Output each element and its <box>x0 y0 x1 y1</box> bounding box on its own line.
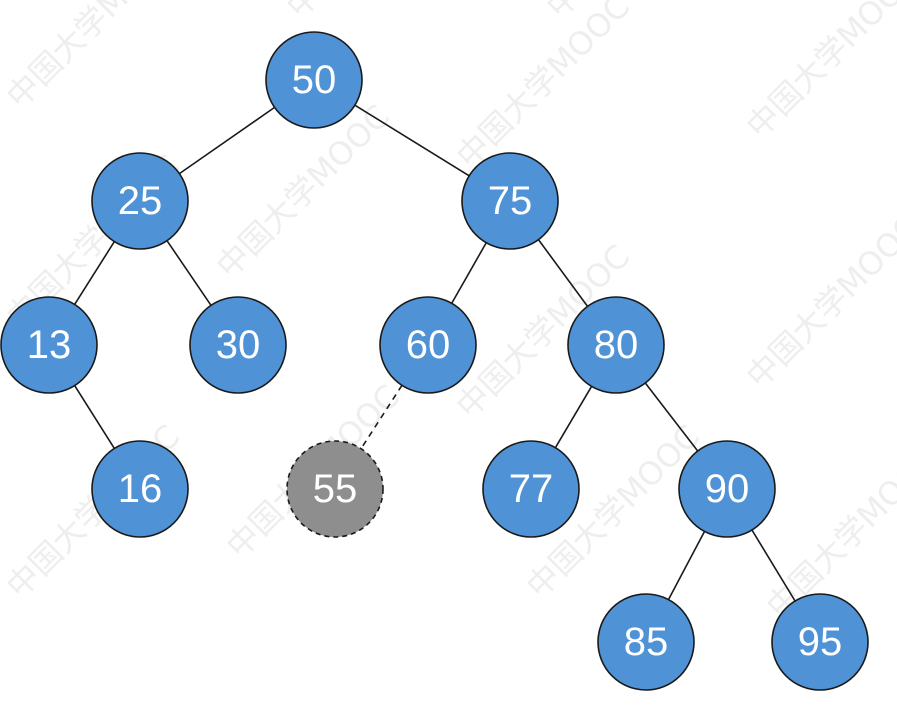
watermark-text: 中国大学MOOC <box>279 0 467 26</box>
watermark-text: 中国大学MOOC <box>449 0 637 176</box>
node-circle <box>379 296 477 394</box>
node-circle <box>567 296 665 394</box>
edge-n13-n16 <box>73 385 116 449</box>
node-label: 85 <box>624 620 669 664</box>
tree-node: 25 <box>91 152 189 250</box>
tree-node: 30 <box>189 296 287 394</box>
node-circle <box>265 31 363 129</box>
node-label: 95 <box>798 620 843 664</box>
edge-n90-n85 <box>667 531 706 600</box>
edge-n80-n90 <box>644 382 699 452</box>
edge-n75-n60 <box>451 242 487 304</box>
watermark-text: 中国大学MOOC <box>739 0 897 146</box>
node-circle <box>461 152 559 250</box>
tree-node: 95 <box>771 593 869 691</box>
node-label: 55 <box>313 467 358 511</box>
node-circle <box>91 440 189 538</box>
edge-n90-n95 <box>751 529 796 602</box>
node-circle <box>771 593 869 691</box>
edge-layer <box>73 104 796 602</box>
node-label: 16 <box>118 467 163 511</box>
node-label: 50 <box>292 58 337 102</box>
tree-node: 85 <box>597 593 695 691</box>
tree-node: 80 <box>567 296 665 394</box>
edge-n25-n13 <box>73 241 116 305</box>
tree-node-pending: 55 <box>286 440 384 538</box>
node-label: 60 <box>406 323 451 367</box>
node-label: 77 <box>509 467 554 511</box>
tree-node: 90 <box>678 440 776 538</box>
node-label: 25 <box>118 179 163 223</box>
edge-n50-n25 <box>178 106 276 175</box>
node-circle <box>286 440 384 538</box>
node-label: 75 <box>488 179 533 223</box>
tree-node: 77 <box>482 440 580 538</box>
node-label: 90 <box>705 467 750 511</box>
edge-n25-n30 <box>166 240 212 306</box>
node-circle <box>0 296 98 394</box>
tree-node: 16 <box>91 440 189 538</box>
node-label: 30 <box>216 323 261 367</box>
tree-node: 60 <box>379 296 477 394</box>
watermark-text: 中国大学MOOC <box>0 0 187 116</box>
node-layer: 50 25 75 13 30 60 80 16 55 77 90 85 95 <box>0 31 869 691</box>
edge-n50-n75 <box>354 104 470 177</box>
node-label: 80 <box>594 323 639 367</box>
node-circle <box>482 440 580 538</box>
watermark-text: 中国大学MOOC <box>739 207 897 395</box>
node-circle <box>91 152 189 250</box>
node-circle <box>597 593 695 691</box>
node-label: 13 <box>27 323 72 367</box>
edge-n75-n80 <box>537 239 589 307</box>
edge-n80-n77 <box>554 385 593 449</box>
node-circle <box>678 440 776 538</box>
tree-node: 50 <box>265 31 363 129</box>
tree-node: 13 <box>0 296 98 394</box>
node-circle <box>189 296 287 394</box>
tree-node: 75 <box>461 152 559 250</box>
edge-n60-n55-dashed <box>360 384 403 450</box>
